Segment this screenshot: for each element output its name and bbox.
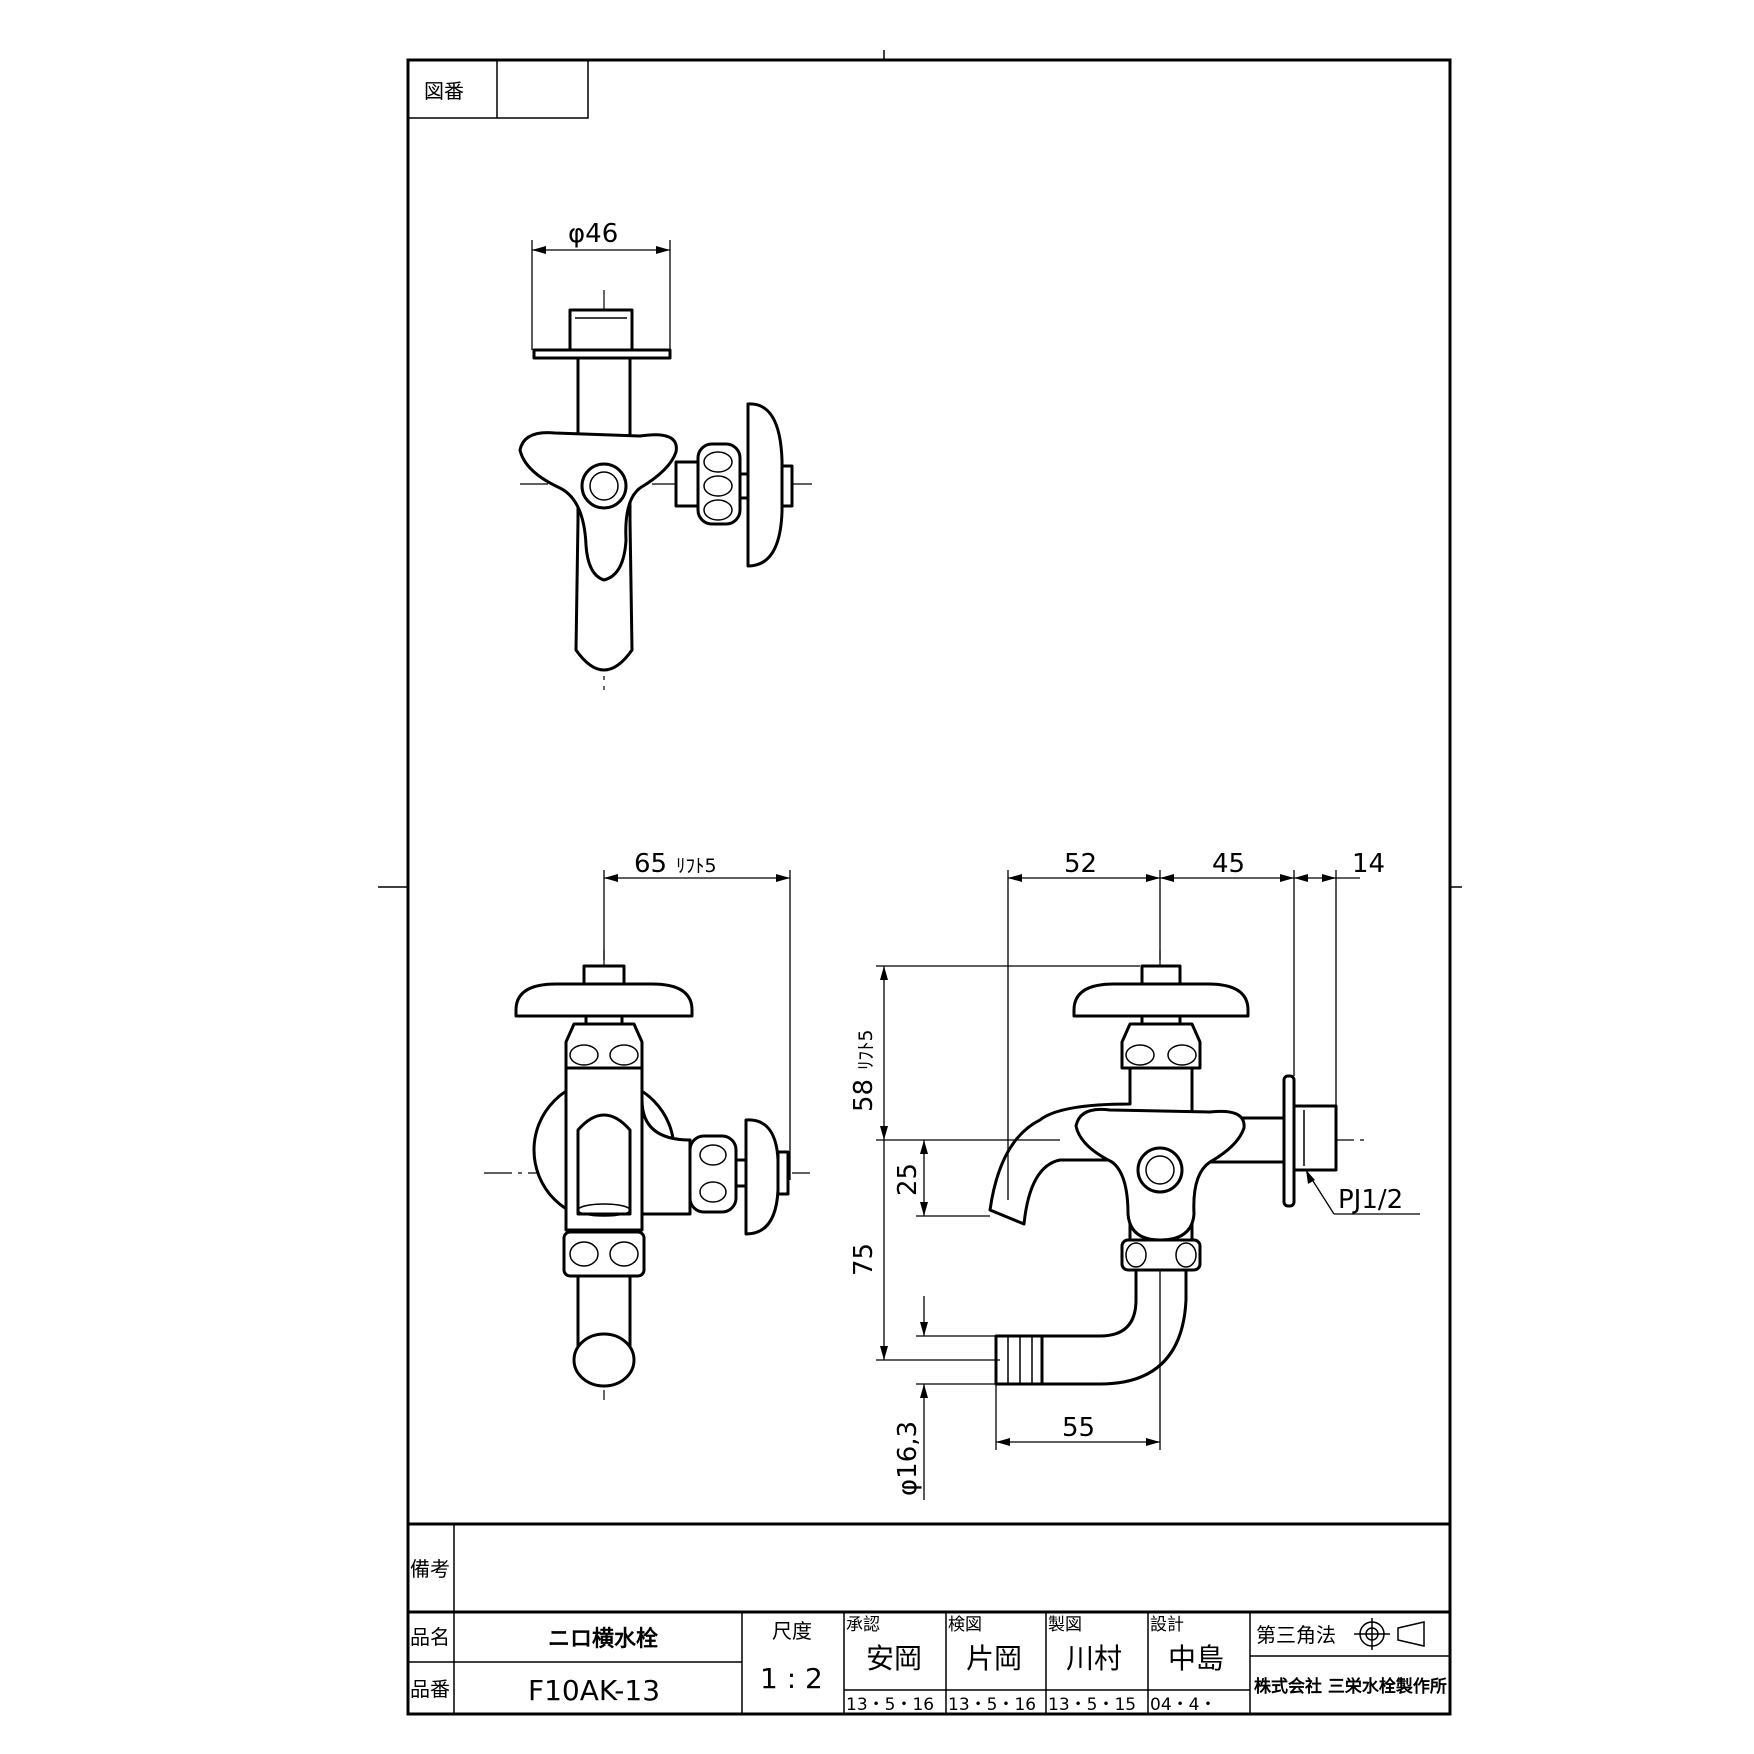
drawn-name: 川村 — [1066, 1642, 1122, 1675]
drawn-label: 製図 — [1048, 1615, 1082, 1635]
scale-label: 尺度 — [772, 1619, 812, 1643]
name-label: 品名 — [410, 1625, 450, 1649]
front-spout — [576, 1113, 632, 1216]
dim-height-75: 75 — [849, 1243, 879, 1276]
approved-label: 承認 — [846, 1615, 880, 1635]
checked-label: 検図 — [948, 1615, 982, 1635]
side-bonnet — [1120, 1022, 1202, 1070]
drawing-number-box: 図番 — [407, 59, 589, 119]
front-side-handle — [744, 1118, 780, 1236]
dim-hose-diameter: φ16,3 — [893, 1421, 923, 1496]
scale-value: 1 : 2 — [760, 1662, 823, 1695]
dim-thread: PJ1/2 — [1338, 1185, 1403, 1215]
notes-label: 備考 — [410, 1557, 450, 1581]
side-hose-spout — [998, 1268, 1188, 1386]
checked-date: 13・5・16 — [948, 1695, 1036, 1715]
dim-spout-55: 55 — [1062, 1413, 1095, 1443]
side-handle-cap — [1140, 964, 1182, 986]
dim-height-25: 25 — [893, 1163, 923, 1196]
dim-side-52: 52 — [1064, 849, 1097, 879]
projection-label: 第三角法 — [1256, 1623, 1336, 1647]
design-name: 中島 — [1168, 1642, 1224, 1675]
side-thread — [1292, 1104, 1338, 1172]
front-dimension: 65 ﾘﾌﾄ5 — [603, 849, 791, 1180]
approved-name: 安岡 — [866, 1642, 922, 1675]
design-date: 04・4・ — [1150, 1695, 1216, 1715]
checked-name: 片岡 — [966, 1642, 1022, 1675]
front-handle-cap — [582, 964, 626, 986]
company-name: 株式会社 三栄水栓製作所 — [1254, 1676, 1447, 1697]
dim-front-lift: ﾘﾌﾄ5 — [676, 855, 717, 877]
design-label: 設計 — [1150, 1615, 1184, 1635]
side-lower-nut — [1120, 1238, 1202, 1272]
top-view — [518, 290, 814, 690]
dim-top-diameter: φ46 — [568, 219, 618, 249]
number-label: 品番 — [410, 1677, 450, 1701]
top-handle-wheel — [746, 402, 784, 568]
dim-height-58: 58 — [849, 1079, 879, 1112]
side-handle-wheel — [1072, 982, 1250, 1018]
side-view — [988, 950, 1370, 1386]
drawn-date: 13・5・15 — [1048, 1695, 1136, 1715]
front-view — [484, 950, 810, 1400]
sheet-frame — [378, 50, 1462, 1716]
side-hose-barb — [994, 1334, 1044, 1386]
dim-side-45: 45 — [1212, 849, 1245, 879]
drawing-number-label: 図番 — [424, 79, 464, 103]
dim-side-14: 14 — [1352, 849, 1385, 879]
name-value: ニロ横水栓 — [548, 1627, 658, 1652]
dim-front-width: 65 — [634, 849, 667, 879]
top-thread-nipple — [568, 308, 634, 352]
top-dimension: φ46 — [531, 219, 671, 350]
number-value: F10AK-13 — [528, 1674, 660, 1707]
notes-row: 備考 — [408, 1522, 1450, 1612]
title-block: 品名 ニロ横水栓 品番 F10AK-13 尺度 1 : 2 承認 安岡 13・5… — [408, 1610, 1450, 1715]
side-dimensions: 52 45 14 58 ﾘﾌﾄ5 25 75 φ16,3 55 — [849, 849, 1420, 1500]
approved-date: 13・5・16 — [846, 1695, 934, 1715]
third-angle-projection-icon — [1354, 1618, 1425, 1650]
front-lower-nut — [562, 1230, 646, 1278]
dim-height-lift: ﾘﾌﾄ5 — [855, 1029, 877, 1070]
front-handle-wheel — [514, 982, 694, 1018]
